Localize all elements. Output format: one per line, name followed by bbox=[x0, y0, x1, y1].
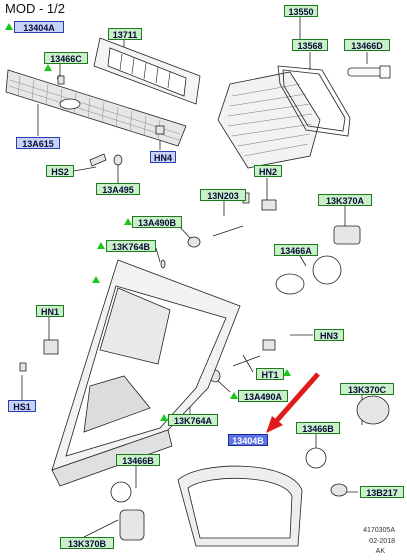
part-label-13a490b[interactable]: 13A490B bbox=[132, 216, 182, 228]
part-label-13568[interactable]: 13568 bbox=[292, 39, 328, 51]
part-label-13k370c[interactable]: 13K370C bbox=[340, 383, 394, 395]
marker-triangle-icon bbox=[230, 392, 238, 399]
part-label-13a490a[interactable]: 13A490A bbox=[238, 390, 288, 402]
part-label-13404a[interactable]: 13404A bbox=[14, 21, 64, 33]
pointer-arrow bbox=[266, 372, 320, 433]
part-label-13550[interactable]: 13550 bbox=[284, 5, 318, 17]
part-label-13k764a[interactable]: 13K764A bbox=[168, 414, 218, 426]
diagram-suffix: AK bbox=[375, 548, 385, 555]
part-label-13466b-left[interactable]: 13466B bbox=[116, 454, 160, 466]
part-label-13k370a[interactable]: 13K370A bbox=[318, 194, 372, 206]
part-label-hn4[interactable]: HN4 bbox=[150, 151, 176, 163]
part-label-13466a[interactable]: 13466A bbox=[274, 244, 318, 256]
part-label-ht1[interactable]: HT1 bbox=[256, 368, 284, 380]
hardware-parts bbox=[19, 75, 390, 541]
marker-triangle-icon bbox=[97, 242, 105, 249]
tail-lamp-housing-part bbox=[51, 259, 241, 487]
reflector-bar-part bbox=[5, 69, 187, 147]
gasket-part bbox=[277, 65, 351, 137]
marker-triangle-icon bbox=[44, 64, 52, 71]
part-label-13n203[interactable]: 13N203 bbox=[200, 189, 246, 201]
part-label-13466d[interactable]: 13466D bbox=[344, 39, 390, 51]
part-label-13466c[interactable]: 13466C bbox=[44, 52, 88, 64]
page-title: MOD - 1/2 bbox=[5, 1, 65, 16]
side-marker-lamp-part bbox=[217, 71, 321, 169]
part-label-13a615[interactable]: 13A615 bbox=[16, 137, 60, 149]
part-label-hn3[interactable]: HN3 bbox=[314, 329, 344, 341]
marker-triangle-icon bbox=[160, 414, 168, 421]
part-label-13k370b[interactable]: 13K370B bbox=[60, 537, 114, 549]
part-label-13a495[interactable]: 13A495 bbox=[96, 183, 140, 195]
part-label-13k764b[interactable]: 13K764B bbox=[106, 240, 156, 252]
part-label-13711[interactable]: 13711 bbox=[108, 28, 142, 40]
part-label-hs2[interactable]: HS2 bbox=[46, 165, 74, 177]
connector-strip-part bbox=[93, 37, 201, 105]
marker-triangle-icon bbox=[283, 369, 291, 376]
part-label-13b217[interactable]: 13B217 bbox=[360, 486, 404, 498]
part-label-hn2[interactable]: HN2 bbox=[254, 165, 282, 177]
marker-triangle-icon bbox=[92, 276, 100, 283]
diagram-code: 4170305A bbox=[363, 527, 395, 534]
fog-lamp-part bbox=[177, 465, 303, 547]
marker-triangle-icon bbox=[124, 218, 132, 225]
diagram-date: 02-2018 bbox=[369, 538, 395, 545]
marker-triangle-icon bbox=[5, 23, 13, 30]
part-label-13466b-right[interactable]: 13466B bbox=[296, 422, 340, 434]
wedge-bulb-part bbox=[347, 65, 391, 79]
part-label-hs1[interactable]: HS1 bbox=[8, 400, 36, 412]
part-label-hn1[interactable]: HN1 bbox=[36, 305, 64, 317]
part-label-13404b[interactable]: 13404B bbox=[228, 434, 268, 446]
